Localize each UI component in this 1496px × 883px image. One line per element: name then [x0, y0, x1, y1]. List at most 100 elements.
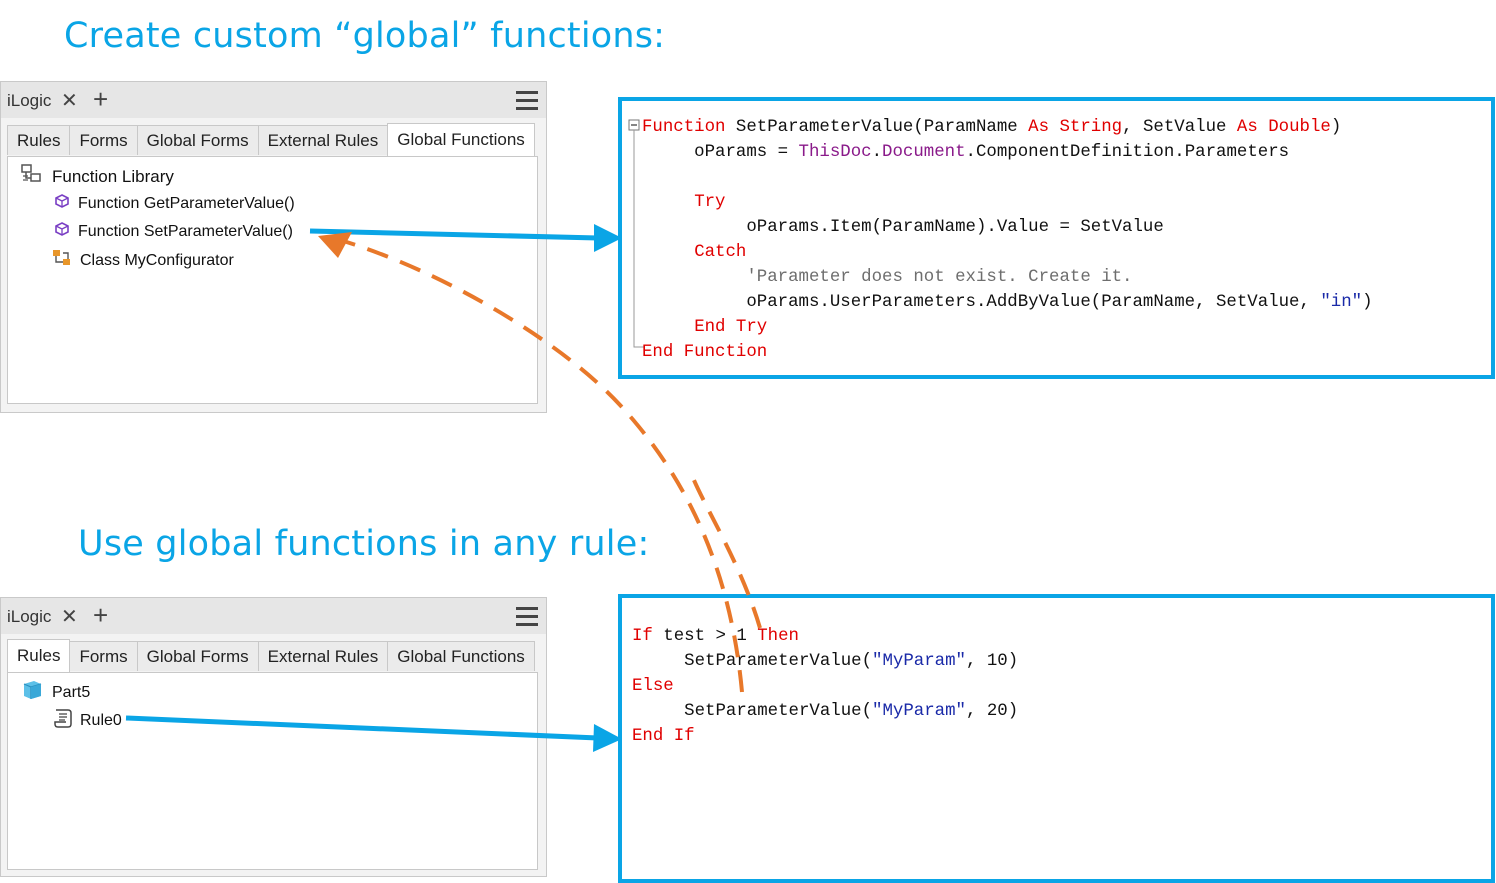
- tab-external-rules[interactable]: External Rules: [257, 641, 389, 671]
- tab-forms[interactable]: Forms: [69, 125, 138, 155]
- tab-global-functions[interactable]: Global Functions: [387, 123, 535, 156]
- tab-global-forms[interactable]: Global Forms: [136, 125, 259, 155]
- tree-item-class-myconfigurator[interactable]: Class MyConfigurator: [52, 249, 234, 272]
- code-token: End If: [632, 727, 695, 746]
- code-token: SetParameterValue(: [632, 702, 873, 721]
- tree-item-label: Function SetParameterValue(): [78, 222, 293, 240]
- code-line: SetParameterValue("MyParam", 20): [632, 699, 1018, 724]
- code-token: oParams.UserParameters.AddByValue(ParamN…: [642, 293, 1321, 312]
- tab-strip: Rules Forms Global Forms External Rules …: [7, 123, 535, 157]
- panel-titlebar: iLogic ✕ +: [1, 82, 546, 118]
- code-line: oParams.UserParameters.AddByValue(ParamN…: [642, 290, 1373, 315]
- code-token: , 10): [965, 652, 1019, 671]
- code-token: Else: [632, 677, 674, 696]
- tree-item-part5[interactable]: Part5: [20, 679, 90, 706]
- function-cube-icon: [54, 221, 70, 242]
- panel-titlebar: iLogic ✕ +: [1, 598, 546, 634]
- heading-create-global-functions: Create custom “global” functions:: [64, 16, 666, 56]
- code-token: oParams =: [642, 143, 799, 162]
- code-line: End If: [632, 724, 1018, 749]
- code-token: .ComponentDefinition.Parameters: [965, 143, 1290, 162]
- code-line: Function SetParameterValue(ParamName As …: [642, 115, 1373, 140]
- tab-global-forms[interactable]: Global Forms: [136, 641, 259, 671]
- code-token: "in": [1320, 293, 1363, 312]
- orange-dashed-arrow-call-to-definition: [318, 232, 762, 693]
- code-line: oParams = ThisDoc.Document.ComponentDefi…: [642, 140, 1373, 165]
- function-library-icon: [20, 163, 44, 190]
- code-token: Document: [882, 143, 966, 162]
- tree-item-function-library[interactable]: Function Library: [20, 163, 174, 190]
- code-line: Catch: [642, 240, 1373, 265]
- code-token: "MyParam": [872, 702, 966, 721]
- code-token: End Function: [642, 343, 768, 362]
- rule-scroll-icon: [52, 707, 74, 734]
- code-collapse-icon[interactable]: [628, 119, 648, 359]
- code-token: ): [1362, 293, 1373, 312]
- code-block-function[interactable]: Function SetParameterValue(ParamName As …: [642, 115, 1373, 365]
- code-token: SetParameterValue(: [632, 652, 873, 671]
- code-block-rule[interactable]: If test > 1 Then SetParameterValue("MyPa…: [632, 624, 1018, 749]
- code-token: ): [1330, 118, 1342, 137]
- code-token: Try: [694, 193, 726, 212]
- code-token: 'Parameter does not exist. Create it.: [642, 268, 1133, 287]
- code-token: As: [1028, 118, 1050, 137]
- tree-root-label: Part5: [52, 683, 91, 701]
- code-line: SetParameterValue("MyParam", 10): [632, 649, 1018, 674]
- code-box-function-definition: Function SetParameterValue(ParamName As …: [618, 97, 1495, 379]
- code-token: Catch: [694, 243, 747, 262]
- code-box-rule: If test > 1 Then SetParameterValue("MyPa…: [618, 594, 1495, 883]
- close-icon[interactable]: ✕: [61, 606, 78, 628]
- tree-item-set-parameter-value[interactable]: Function SetParameterValue(): [54, 221, 293, 242]
- code-token: Function: [642, 118, 726, 137]
- code-token: String: [1059, 118, 1123, 137]
- tree-item-label: Function GetParameterValue(): [78, 194, 295, 212]
- tab-strip: Rules Forms Global Forms External Rules …: [7, 639, 535, 673]
- tab-external-rules[interactable]: External Rules: [257, 125, 389, 155]
- heading-use-global-functions: Use global functions in any rule:: [78, 524, 650, 564]
- code-token: ThisDoc: [798, 143, 872, 162]
- tab-global-functions[interactable]: Global Functions: [387, 641, 535, 671]
- hamburger-menu-icon[interactable]: [516, 607, 538, 626]
- code-token: End Try: [694, 318, 768, 337]
- function-cube-icon: [54, 193, 70, 214]
- tree-item-label: Rule0: [80, 711, 122, 729]
- code-token: If: [632, 627, 653, 646]
- rules-tree: Part5 Rule0: [7, 672, 538, 870]
- tree-item-rule0[interactable]: Rule0: [52, 707, 122, 734]
- add-tab-icon[interactable]: +: [93, 84, 109, 114]
- code-token: , 20): [965, 702, 1019, 721]
- code-line: 'Parameter does not exist. Create it.: [642, 265, 1373, 290]
- code-token: test > 1: [652, 627, 758, 646]
- blue-arrow-function-to-code: [309, 224, 622, 252]
- panel-title: iLogic: [7, 607, 52, 626]
- code-token: "MyParam": [872, 652, 966, 671]
- code-line: Try: [642, 190, 1373, 215]
- code-token: , SetValue: [1122, 118, 1237, 137]
- blue-arrow-rule-to-code: [125, 715, 622, 752]
- code-line: If test > 1 Then: [632, 624, 1018, 649]
- function-tree: Function Library Function GetParameterVa…: [7, 156, 538, 404]
- code-line: Else: [632, 674, 1018, 699]
- part-cube-icon: [20, 679, 44, 706]
- code-token: .: [871, 143, 883, 162]
- tree-item-label: Class MyConfigurator: [80, 251, 234, 269]
- code-token: Then: [757, 627, 799, 646]
- hamburger-menu-icon[interactable]: [516, 91, 538, 110]
- ilogic-panel-top: iLogic ✕ + Rules Forms Global Forms Exte…: [0, 81, 547, 413]
- tree-root-label: Function Library: [52, 166, 174, 186]
- panel-title: iLogic: [7, 91, 52, 110]
- add-tab-icon[interactable]: +: [93, 600, 109, 630]
- code-line: End Function: [642, 340, 1373, 365]
- code-token: Double: [1268, 118, 1331, 137]
- tree-item-get-parameter-value[interactable]: Function GetParameterValue(): [54, 193, 295, 214]
- close-icon[interactable]: ✕: [61, 90, 78, 112]
- tab-rules[interactable]: Rules: [7, 639, 71, 672]
- ilogic-panel-bottom: iLogic ✕ + Rules Forms Global Forms Exte…: [0, 597, 547, 877]
- tab-forms[interactable]: Forms: [69, 641, 138, 671]
- code-token: oParams.Item(ParamName).Value = SetValue: [642, 218, 1164, 237]
- code-line: End Try: [642, 315, 1373, 340]
- class-icon: [52, 249, 72, 272]
- code-token: SetParameterValue(ParamName: [725, 118, 1029, 137]
- code-token: As: [1236, 118, 1258, 137]
